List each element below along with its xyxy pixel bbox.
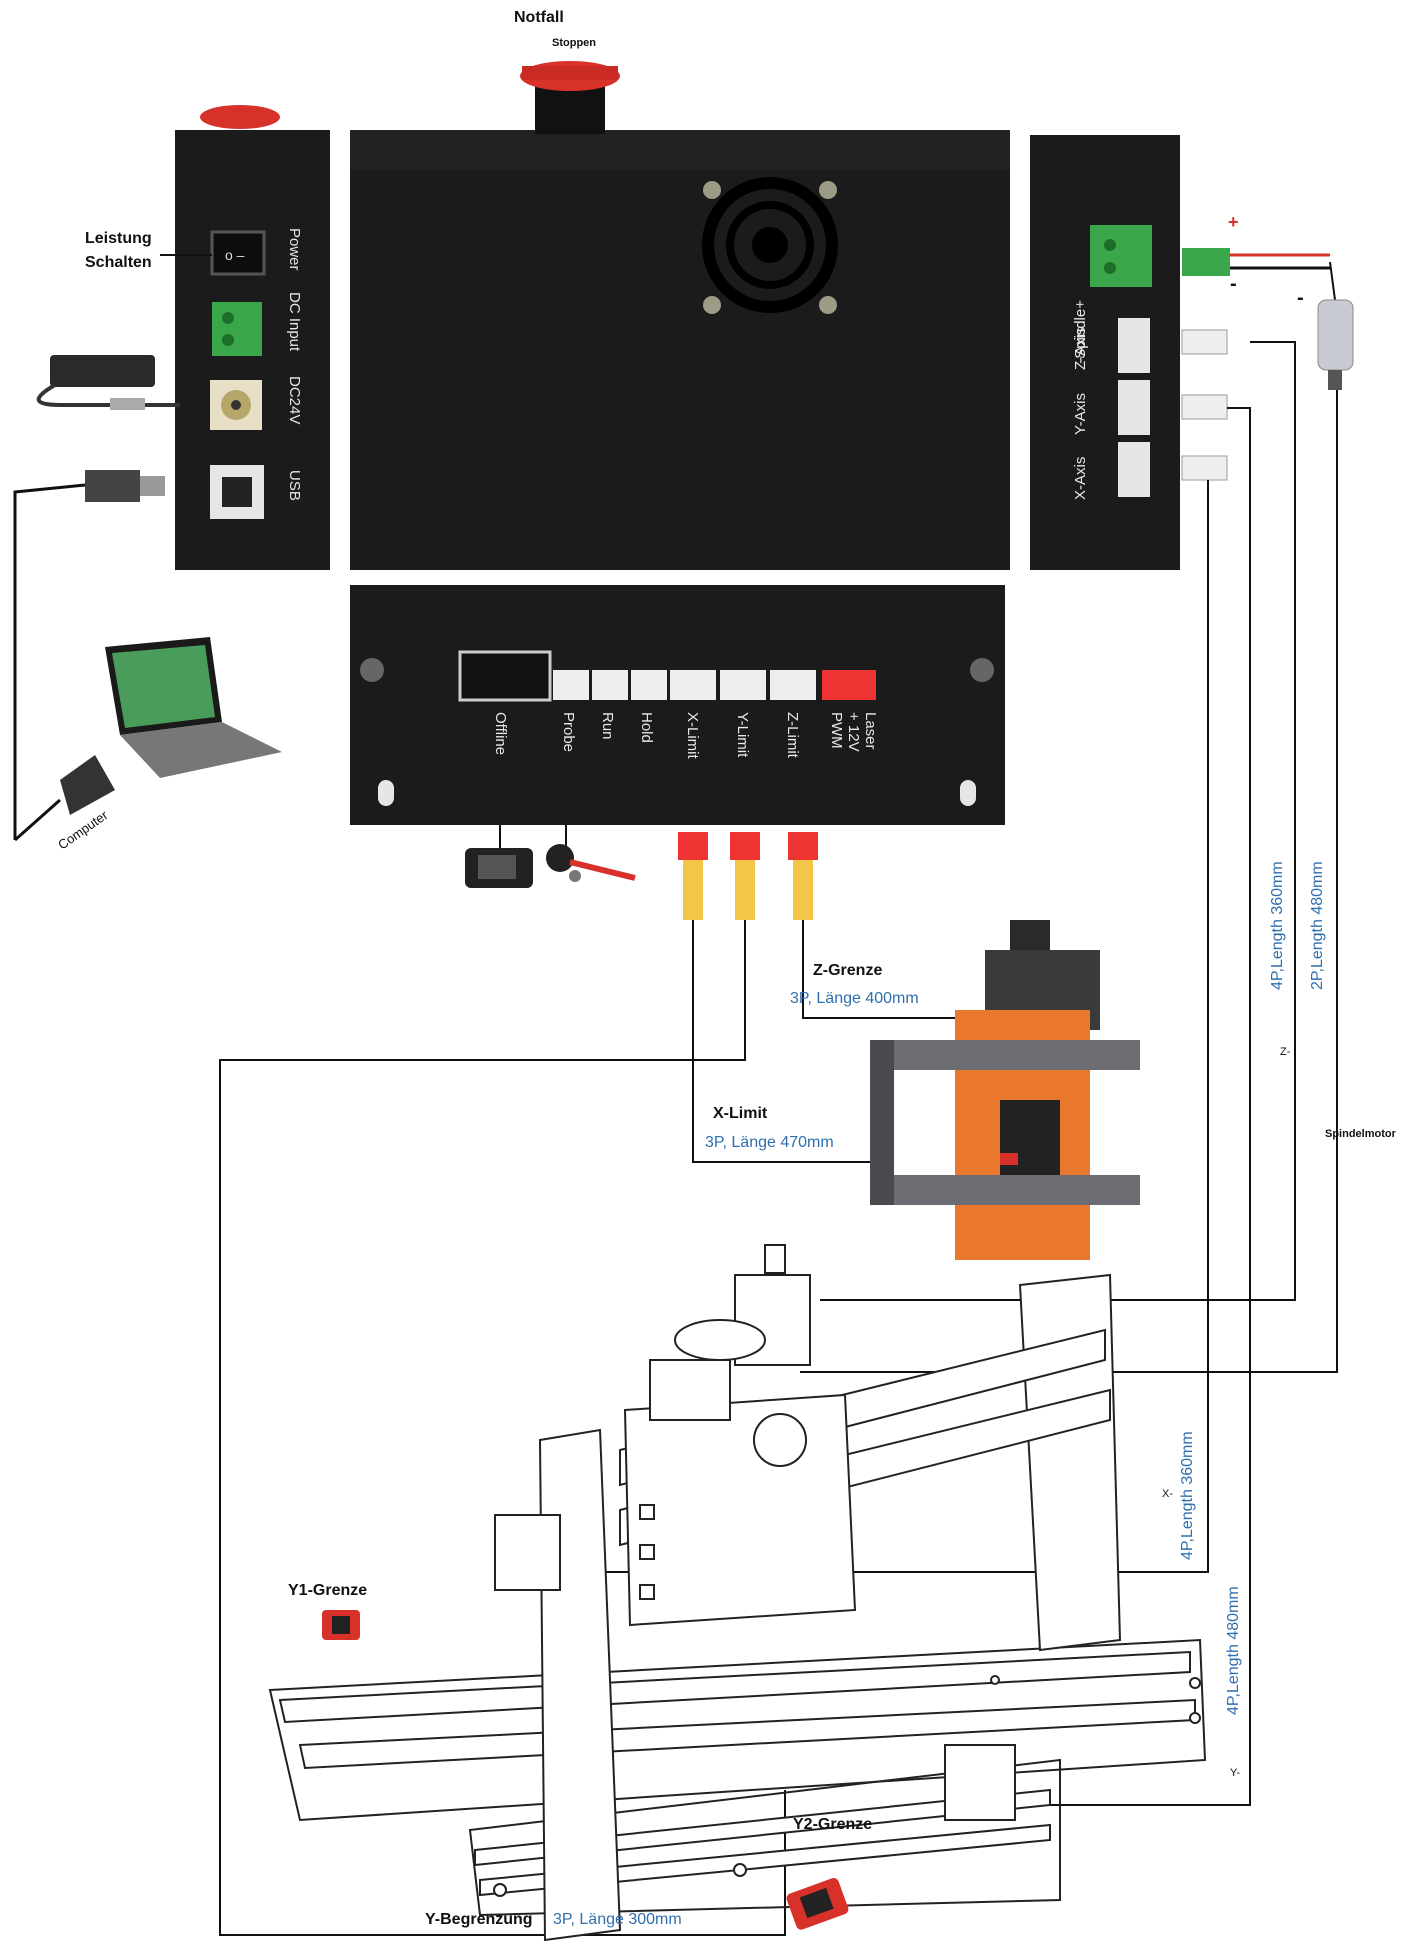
dc-input-terminal: [212, 302, 262, 356]
laptop-icon: [60, 637, 282, 815]
z-grenze-spec: 3P, Länge 400mm: [790, 990, 919, 1007]
hold-label: Hold: [638, 712, 655, 743]
spindle-motor-icon: [1317, 261, 1354, 390]
dc24v-label: DC24V: [286, 376, 303, 424]
hold-connector: [631, 670, 667, 700]
y1-limit-switch-icon: [322, 1610, 360, 1640]
spindle-plug: [1182, 248, 1230, 276]
y2-limit-switch-icon: [786, 1877, 849, 1930]
probe-connector: [553, 670, 589, 700]
z-axis-assembly-image: [870, 920, 1140, 1260]
laser-pwm-label: PWM: [828, 712, 845, 749]
controller-front-panel: Offline Probe Run Hold X-Limit Y-Limit Z…: [350, 585, 1005, 825]
spindelmotor-label: Spindelmotor: [1325, 1128, 1397, 1140]
usb-label: USB: [286, 470, 303, 501]
laser-connector: [822, 670, 876, 700]
power-adapter-icon: [36, 355, 180, 410]
cable-x-label: 4P,Length 360mm: [1179, 1431, 1196, 1560]
minus-sign-1: -: [1230, 273, 1237, 295]
z-axis-label: Z-Axis: [1072, 328, 1089, 371]
x-limit-connector: [670, 670, 716, 700]
y-limit-connector: [720, 670, 766, 700]
dc-input-label: DC Input: [286, 292, 303, 352]
switch-label-2: Schalten: [85, 254, 152, 271]
cable-spindle-label: 2P,Length 480mm: [1309, 861, 1326, 990]
emergency-title: Notfall: [514, 9, 564, 26]
x-axis-label: X-Axis: [1072, 457, 1089, 500]
x-axis-connector: [1118, 442, 1150, 497]
run-connector: [592, 670, 628, 700]
svg-text:o –: o –: [225, 247, 245, 263]
cable-z-label: 4P,Length 360mm: [1269, 861, 1286, 990]
x-minus-label: X-: [1162, 1488, 1173, 1500]
x-limit-label: X-Limit: [684, 712, 701, 760]
limit-plugs: [678, 832, 818, 920]
z-axis-connector: [1118, 318, 1150, 373]
z-limit-label: Z-Limit: [784, 712, 801, 759]
y-minus-label: Y-: [1230, 1767, 1240, 1779]
run-label: Run: [599, 712, 616, 740]
y-limit-label: Y-Limit: [734, 712, 751, 758]
offline-connector: [458, 650, 552, 702]
minus-sign-2: -: [1297, 287, 1304, 309]
z-minus-label: Z-: [1280, 1046, 1291, 1058]
cnc-machine-drawing: [268, 1244, 1207, 1942]
x-limit-spec: 3P, Länge 470mm: [705, 1134, 834, 1151]
probe-icon: [546, 844, 636, 882]
laser-label: Laser: [862, 712, 879, 750]
z-limit-connector: [770, 670, 816, 700]
y-begrenzung-spec: 3P, Länge 300mm: [553, 1911, 682, 1928]
spindle-terminal: [1090, 225, 1152, 287]
computer-label: Computer: [55, 807, 111, 852]
y-axis-connector: [1118, 380, 1150, 435]
y2-grenze-label: Y2-Grenze: [793, 1816, 872, 1833]
fan-icon: [702, 177, 838, 314]
y1-grenze-label: Y1-Grenze: [288, 1582, 367, 1599]
offline-label: Offline: [492, 712, 509, 755]
right-side-panel: -Spindle+ Z-Axis Y-Axis X-Axis: [1030, 135, 1180, 570]
cable-y-label: 4P,Length 480mm: [1225, 1586, 1242, 1715]
power-switch[interactable]: [210, 230, 266, 276]
x-limit-label: X-Limit: [713, 1105, 768, 1122]
offline-controller-icon: [465, 848, 533, 888]
power-label: Power: [286, 228, 303, 271]
left-side-panel: o – Power DC Input DC24V USB: [175, 105, 330, 570]
laser-12v-label: + 12V: [845, 712, 862, 752]
y-axis-label: Y-Axis: [1072, 393, 1089, 435]
z-grenze-label: Z-Grenze: [813, 962, 882, 979]
probe-label: Probe: [560, 712, 577, 752]
y-begrenzung-label: Y-Begrenzung: [425, 1911, 533, 1928]
emergency-subtitle: Stoppen: [552, 37, 596, 49]
controller-top-box: [350, 61, 1010, 570]
plus-sign: +: [1228, 212, 1239, 232]
switch-label-1: Leistung: [85, 230, 152, 247]
spindle-label: -Spindle+: [1072, 300, 1089, 364]
usb-cable-icon: [13, 470, 165, 840]
